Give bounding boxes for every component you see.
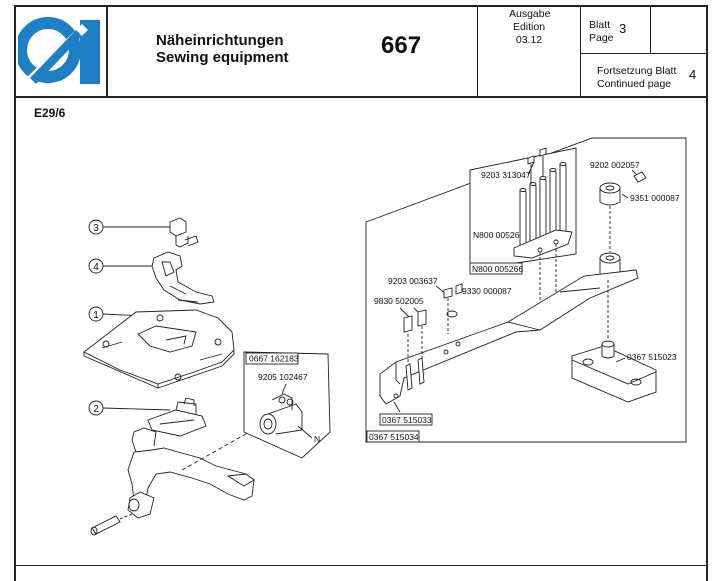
part-0367-515033: 0367 515033 bbox=[382, 415, 432, 425]
part-9205-102467: 9205 102467 bbox=[258, 372, 308, 382]
title-en: Sewing equipment bbox=[156, 49, 289, 66]
edition-label-de: Ausgabe bbox=[509, 8, 551, 20]
page-label: Blatt Page bbox=[589, 19, 614, 45]
callout-3-label: 3 bbox=[93, 223, 99, 234]
continued-label: Fortsetzung Blatt Continued page bbox=[597, 65, 676, 91]
part-9351-000087: 9351 000087 bbox=[630, 193, 680, 203]
part-0667-162183: 0667 162183 bbox=[249, 354, 299, 364]
part-9830-502005: 9830 502005 bbox=[374, 296, 424, 306]
edition-value: 03.12 bbox=[515, 34, 543, 46]
page-title: Näheinrichtungen Sewing equipment bbox=[156, 32, 289, 66]
header-page-divider bbox=[650, 5, 651, 53]
continued-value: 4 bbox=[689, 67, 697, 82]
page-value: 3 bbox=[619, 21, 627, 36]
header-bottom-rule bbox=[14, 96, 708, 98]
part-0367-515023: 0367 515023 bbox=[627, 352, 677, 362]
callout-2-label: 2 bbox=[93, 404, 99, 415]
header-page-rule bbox=[581, 53, 708, 54]
callout-4-label: 4 bbox=[93, 262, 99, 273]
title-de: Näheinrichtungen bbox=[156, 32, 284, 49]
part-9202-002057: 9202 002057 bbox=[590, 160, 640, 170]
part-n800-005267: N800 005267 bbox=[473, 230, 524, 240]
footer-rule bbox=[14, 565, 708, 566]
page-label-en: Page bbox=[589, 32, 614, 44]
right-assembly-frame bbox=[365, 137, 687, 443]
continued-label-de: Fortsetzung Blatt bbox=[597, 65, 677, 77]
part-9203-003637: 9203 003637 bbox=[388, 276, 438, 286]
section-ref: E29/6 bbox=[34, 106, 66, 120]
header-divider-2 bbox=[477, 5, 478, 97]
part-0367-515034: 0367 515034 bbox=[369, 432, 419, 442]
edition-label-en: Edition bbox=[512, 21, 546, 33]
part-n: N bbox=[314, 434, 320, 444]
doc-number: 667 bbox=[381, 32, 422, 59]
continued-label-en: Continued page bbox=[597, 78, 672, 90]
duerkopp-logo-icon bbox=[18, 17, 100, 86]
callout-1-label: 1 bbox=[93, 310, 99, 321]
part-n800-005266: N800 005266 bbox=[472, 264, 523, 274]
part-9203-313047: 9203 313047 bbox=[481, 170, 531, 180]
header-divider-1 bbox=[106, 5, 108, 97]
page-frame bbox=[14, 5, 708, 581]
edition-block: Ausgabe Edition 03.12 bbox=[509, 8, 551, 47]
part-9330-000087: 9330 000087 bbox=[462, 286, 512, 296]
page-label-de: Blatt bbox=[589, 19, 611, 31]
header-divider-3 bbox=[580, 5, 581, 97]
